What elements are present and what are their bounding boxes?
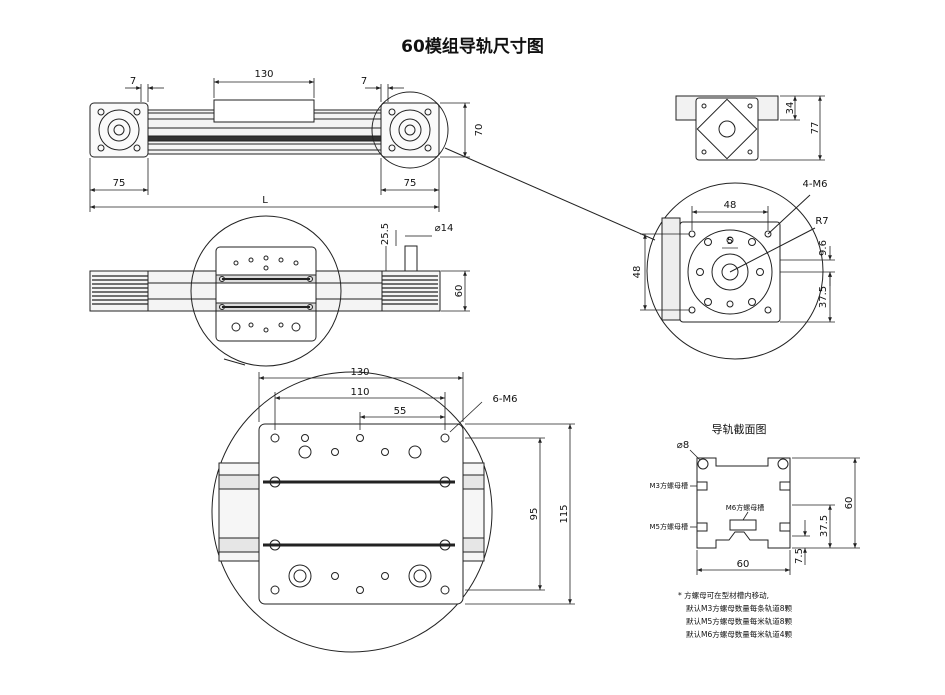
end-view-detail	[646, 182, 824, 360]
dim-75-right: 75	[404, 178, 417, 189]
side-view-dimensions	[385, 230, 470, 312]
drawing-title: 60模组导轨尺寸图	[401, 37, 544, 57]
top-view	[89, 91, 656, 241]
dim-48-top: 48	[724, 200, 737, 211]
slider-detail-dimensions	[258, 372, 575, 605]
dim-4-m6: 4-M6	[803, 179, 828, 190]
dim-60-side: 60	[454, 285, 465, 298]
dim-r7: R7	[815, 216, 828, 227]
dim-60-section: 60	[844, 497, 855, 510]
end-view-detail-dimensions	[640, 206, 835, 323]
note-line: 默认M3方螺母数量每条轨道8颗	[686, 603, 793, 613]
label-m5-slot: M5方螺母槽	[650, 522, 689, 531]
dim-7-left: 7	[130, 76, 136, 87]
end-view-small-dimensions	[760, 95, 825, 161]
dim-6-m6: 6-M6	[493, 394, 518, 405]
dim-77: 77	[810, 122, 821, 135]
dim-110: 110	[350, 387, 369, 398]
dim-75-left: 75	[113, 178, 126, 189]
dim-55: 55	[394, 406, 407, 417]
dim-115: 115	[559, 504, 570, 523]
dim-d14: ⌀14	[435, 223, 454, 234]
dim-25-5: 25.5	[380, 223, 391, 245]
dim-7-right: 7	[361, 76, 367, 87]
dim-95: 95	[529, 508, 540, 521]
section-title: 导轨截面图	[712, 422, 767, 436]
dim-37-5-end: 37.5	[818, 286, 829, 308]
rail-section	[696, 457, 791, 549]
dim-130-top: 130	[254, 69, 273, 80]
dim-5: 5	[727, 236, 733, 247]
side-view	[89, 215, 441, 367]
label-m6-slot: M6方螺母槽	[726, 503, 765, 512]
dim-130-detail: 130	[350, 367, 369, 378]
dim-37-5-section: 37.5	[819, 515, 830, 537]
dim-60-bottom: 60	[737, 559, 750, 570]
notes: * 方螺母可在型材槽内移动, 默认M3方螺母数量每条轨道8颗 默认M5方螺母数量…	[678, 590, 793, 639]
dim-9-6: 9.6	[818, 240, 829, 256]
dim-70: 70	[474, 124, 485, 137]
dim-L: L	[262, 195, 268, 206]
end-view-small	[675, 95, 779, 161]
slider-detail	[211, 371, 493, 653]
note-line: 默认M5方螺母数量每米轨道8颗	[686, 616, 793, 626]
rail-section-dimensions	[689, 449, 860, 575]
note-line: * 方螺母可在型材槽内移动,	[678, 590, 769, 600]
dim-34: 34	[785, 102, 796, 115]
dim-48-left: 48	[632, 266, 643, 279]
label-m3-slot: M3方螺母槽	[650, 481, 689, 490]
note-line: 默认M6方螺母数量每米轨道4颗	[686, 629, 793, 639]
top-view-dimensions	[89, 78, 470, 212]
dim-7-5: 7.5	[794, 548, 805, 564]
dim-d8: ⌀8	[677, 440, 689, 451]
